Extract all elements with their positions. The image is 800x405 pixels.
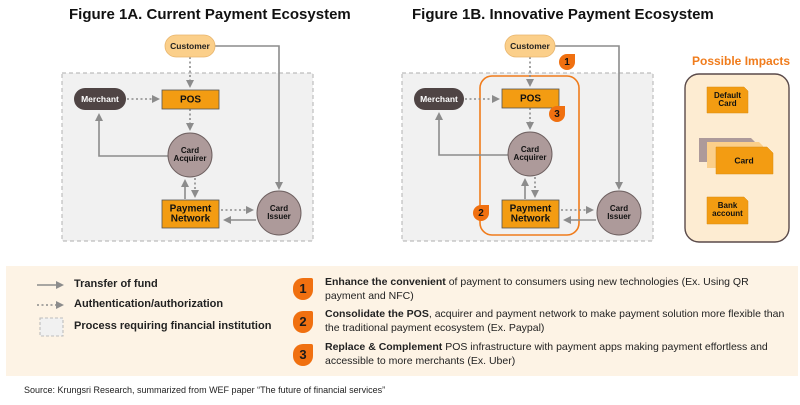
note-3-bold: Replace & Complement (325, 341, 443, 353)
card-chip (715, 146, 774, 175)
diagram-canvas: Customer Merchant POS Card Acquirer Paym… (61, 34, 790, 243)
figure-1b: Customer Merchant POS Card Acquirer Paym… (401, 34, 654, 242)
payment-network-label-1: Payment (170, 204, 212, 215)
fund-arrow-customer-issuer (555, 45, 623, 190)
payment-network-node (161, 199, 220, 229)
customer-node (504, 34, 556, 58)
payment-network-node (501, 199, 560, 229)
legend-authentication: Authentication/authorization (74, 298, 224, 310)
merchant-label: Merchant (81, 94, 119, 104)
note-2: Consolidate the POS, acquirer and paymen… (325, 307, 785, 335)
possible-impacts-panel: Default Card Card Bank account (684, 73, 790, 243)
badge-2-label: 2 (478, 208, 484, 219)
source-note: Source: Krungsri Research, summarized fr… (24, 385, 386, 395)
card-acquirer-label-1: Card (521, 145, 539, 154)
note-2-text: , acquirer and payment network to make p… (325, 308, 785, 334)
card-acquirer-label-2: Acquirer (514, 153, 547, 162)
card-acquirer-node (507, 131, 553, 177)
note-2-badge: 2 (293, 311, 313, 333)
note-2-bold: Consolidate the POS (325, 308, 429, 320)
note-1-bold: Enhance the convenient (325, 276, 446, 288)
fund-arrow-acquirer-merchant (95, 113, 168, 157)
bank-account-label-1: Bank (718, 201, 738, 210)
note-3-badge: 3 (293, 344, 313, 366)
merchant-label: Merchant (420, 94, 458, 104)
card-acquirer-node (167, 132, 213, 178)
payment-network-label-2: Network (511, 214, 551, 225)
card-issuer-label-2: Issuer (267, 212, 291, 221)
card-acquirer-label-2: Acquirer (174, 154, 207, 163)
figure-1b-title: Figure 1B. Innovative Payment Ecosystem (412, 6, 714, 23)
figure-1a: Customer Merchant POS Card Acquirer Paym… (61, 34, 314, 242)
merchant-node (414, 88, 464, 110)
card-issuer-node (596, 190, 642, 236)
customer-label: Customer (510, 41, 550, 51)
pos-node (161, 89, 220, 110)
badge-1: 1 (559, 54, 575, 70)
customer-label: Customer (170, 41, 210, 51)
badge-3: 3 (549, 106, 565, 122)
note-1-text: of payment to consumers using new techno… (325, 276, 749, 302)
payment-network-label-2: Network (171, 214, 211, 225)
default-card-chip (706, 86, 749, 114)
fund-arrow-customer-issuer (215, 45, 283, 190)
payment-network-label-1: Payment (510, 204, 552, 215)
card-issuer-label-1: Card (610, 204, 628, 213)
card-acquirer-label-1: Card (181, 146, 199, 155)
possible-impacts-title: Possible Impacts (692, 54, 791, 68)
note-3-text: POS infrastructure with payment apps mak… (325, 341, 768, 367)
fund-arrow-acquirer-merchant (435, 112, 508, 156)
legend-transfer-of-fund: Transfer of fund (74, 278, 158, 290)
default-card-label-2: Card (718, 99, 736, 108)
badge-2: 2 (473, 205, 489, 221)
customer-node (164, 34, 216, 58)
bank-account-label-2: account (712, 209, 743, 218)
card-issuer-label-2: Issuer (607, 212, 631, 221)
legend-panel (6, 266, 798, 376)
pos-label: POS (520, 94, 541, 105)
pos-label: POS (180, 95, 201, 106)
note-1-badge: 1 (293, 278, 313, 300)
legend-process-box: Process requiring financial institution (74, 320, 272, 332)
badge-1-label: 1 (564, 57, 570, 68)
note-1: Enhance the convenient of payment to con… (325, 275, 785, 303)
card-label: Card (734, 155, 753, 165)
default-card-label-1: Default (714, 91, 741, 100)
merchant-node (74, 88, 126, 110)
card-issuer-label-1: Card (270, 204, 288, 213)
pos-node (501, 88, 560, 109)
figure-1a-title: Figure 1A. Current Payment Ecosystem (69, 6, 351, 23)
note-3: Replace & Complement POS infrastructure … (325, 340, 785, 368)
bank-account-chip (706, 196, 749, 225)
badge-3-label: 3 (554, 109, 560, 120)
card-issuer-node (256, 190, 302, 236)
